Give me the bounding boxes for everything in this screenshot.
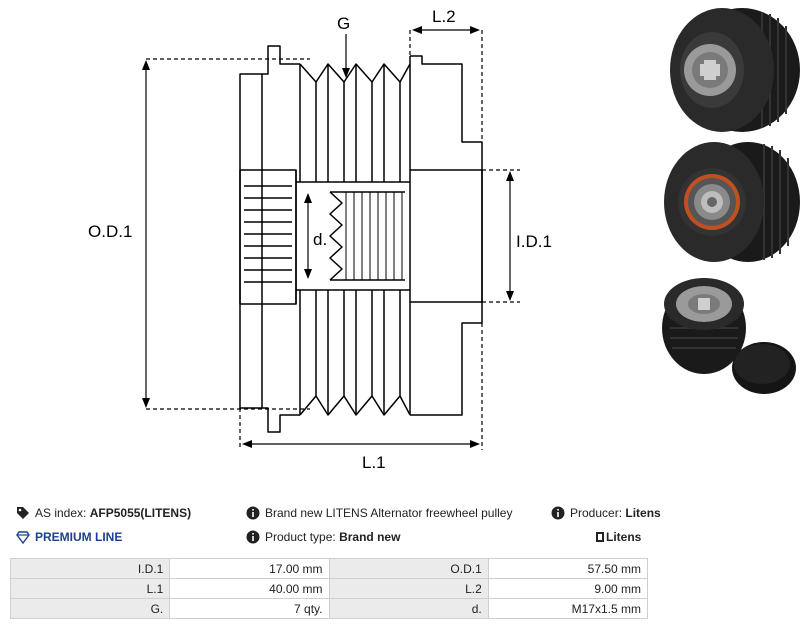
spec-label: G. bbox=[9, 598, 171, 619]
spec-label: I.D.1 bbox=[9, 558, 171, 579]
as-index-label: AS index: bbox=[35, 506, 87, 520]
pulley-photo-rear bbox=[664, 142, 800, 262]
pulley-photo-front bbox=[670, 8, 800, 132]
technical-drawing: G L.2 O.D.1 d. I.D.1 L.1 bbox=[88, 7, 552, 472]
producer-label: Producer: bbox=[570, 506, 623, 520]
spec-label: L.1 bbox=[9, 578, 171, 599]
spec-value: 7 qty. bbox=[169, 598, 330, 619]
label-l2: L.2 bbox=[432, 7, 456, 26]
brand-logo-text: Litens bbox=[606, 530, 642, 544]
spec-value: 40.00 mm bbox=[169, 578, 330, 599]
product-type: Product type: Brand new bbox=[246, 530, 400, 544]
product-type-label: Product type: bbox=[265, 530, 336, 544]
tag-icon bbox=[16, 506, 30, 520]
label-l1: L.1 bbox=[362, 453, 386, 472]
pulley-photo-with-cap bbox=[662, 278, 796, 394]
info-icon bbox=[246, 530, 260, 544]
producer: Producer: Litens bbox=[551, 506, 661, 520]
premium-line-badge: PREMIUM LINE bbox=[16, 530, 122, 544]
diamond-icon bbox=[16, 530, 30, 544]
spec-label: d. bbox=[328, 598, 489, 619]
info-icon bbox=[551, 506, 565, 520]
label-id1: I.D.1 bbox=[516, 232, 552, 251]
spec-value: 57.50 mm bbox=[487, 558, 649, 579]
spec-value: 17.00 mm bbox=[169, 558, 330, 579]
producer-value: Litens bbox=[625, 506, 661, 520]
spec-value: 9.00 mm bbox=[487, 578, 649, 599]
label-od1: O.D.1 bbox=[88, 222, 132, 241]
spec-value: M17x1.5 mm bbox=[487, 598, 649, 619]
as-index: AS index: AFP5055(LITENS) bbox=[16, 506, 191, 520]
spec-row: G.7 qty.d.M17x1.5 mm bbox=[9, 598, 649, 619]
description-text: Brand new LITENS Alternator freewheel pu… bbox=[265, 506, 513, 520]
spec-label: L.2 bbox=[328, 578, 489, 599]
as-index-value: AFP5055(LITENS) bbox=[89, 506, 192, 520]
litens-logo: Litens bbox=[596, 530, 641, 544]
label-g: G bbox=[337, 14, 350, 33]
spec-label: O.D.1 bbox=[328, 558, 489, 579]
info-icon bbox=[246, 506, 260, 520]
label-d: d. bbox=[313, 230, 327, 249]
product-type-value: Brand new bbox=[339, 530, 401, 544]
premium-line-label: PREMIUM LINE bbox=[35, 530, 123, 544]
description: Brand new LITENS Alternator freewheel pu… bbox=[246, 506, 512, 520]
logo-icon bbox=[596, 532, 604, 542]
